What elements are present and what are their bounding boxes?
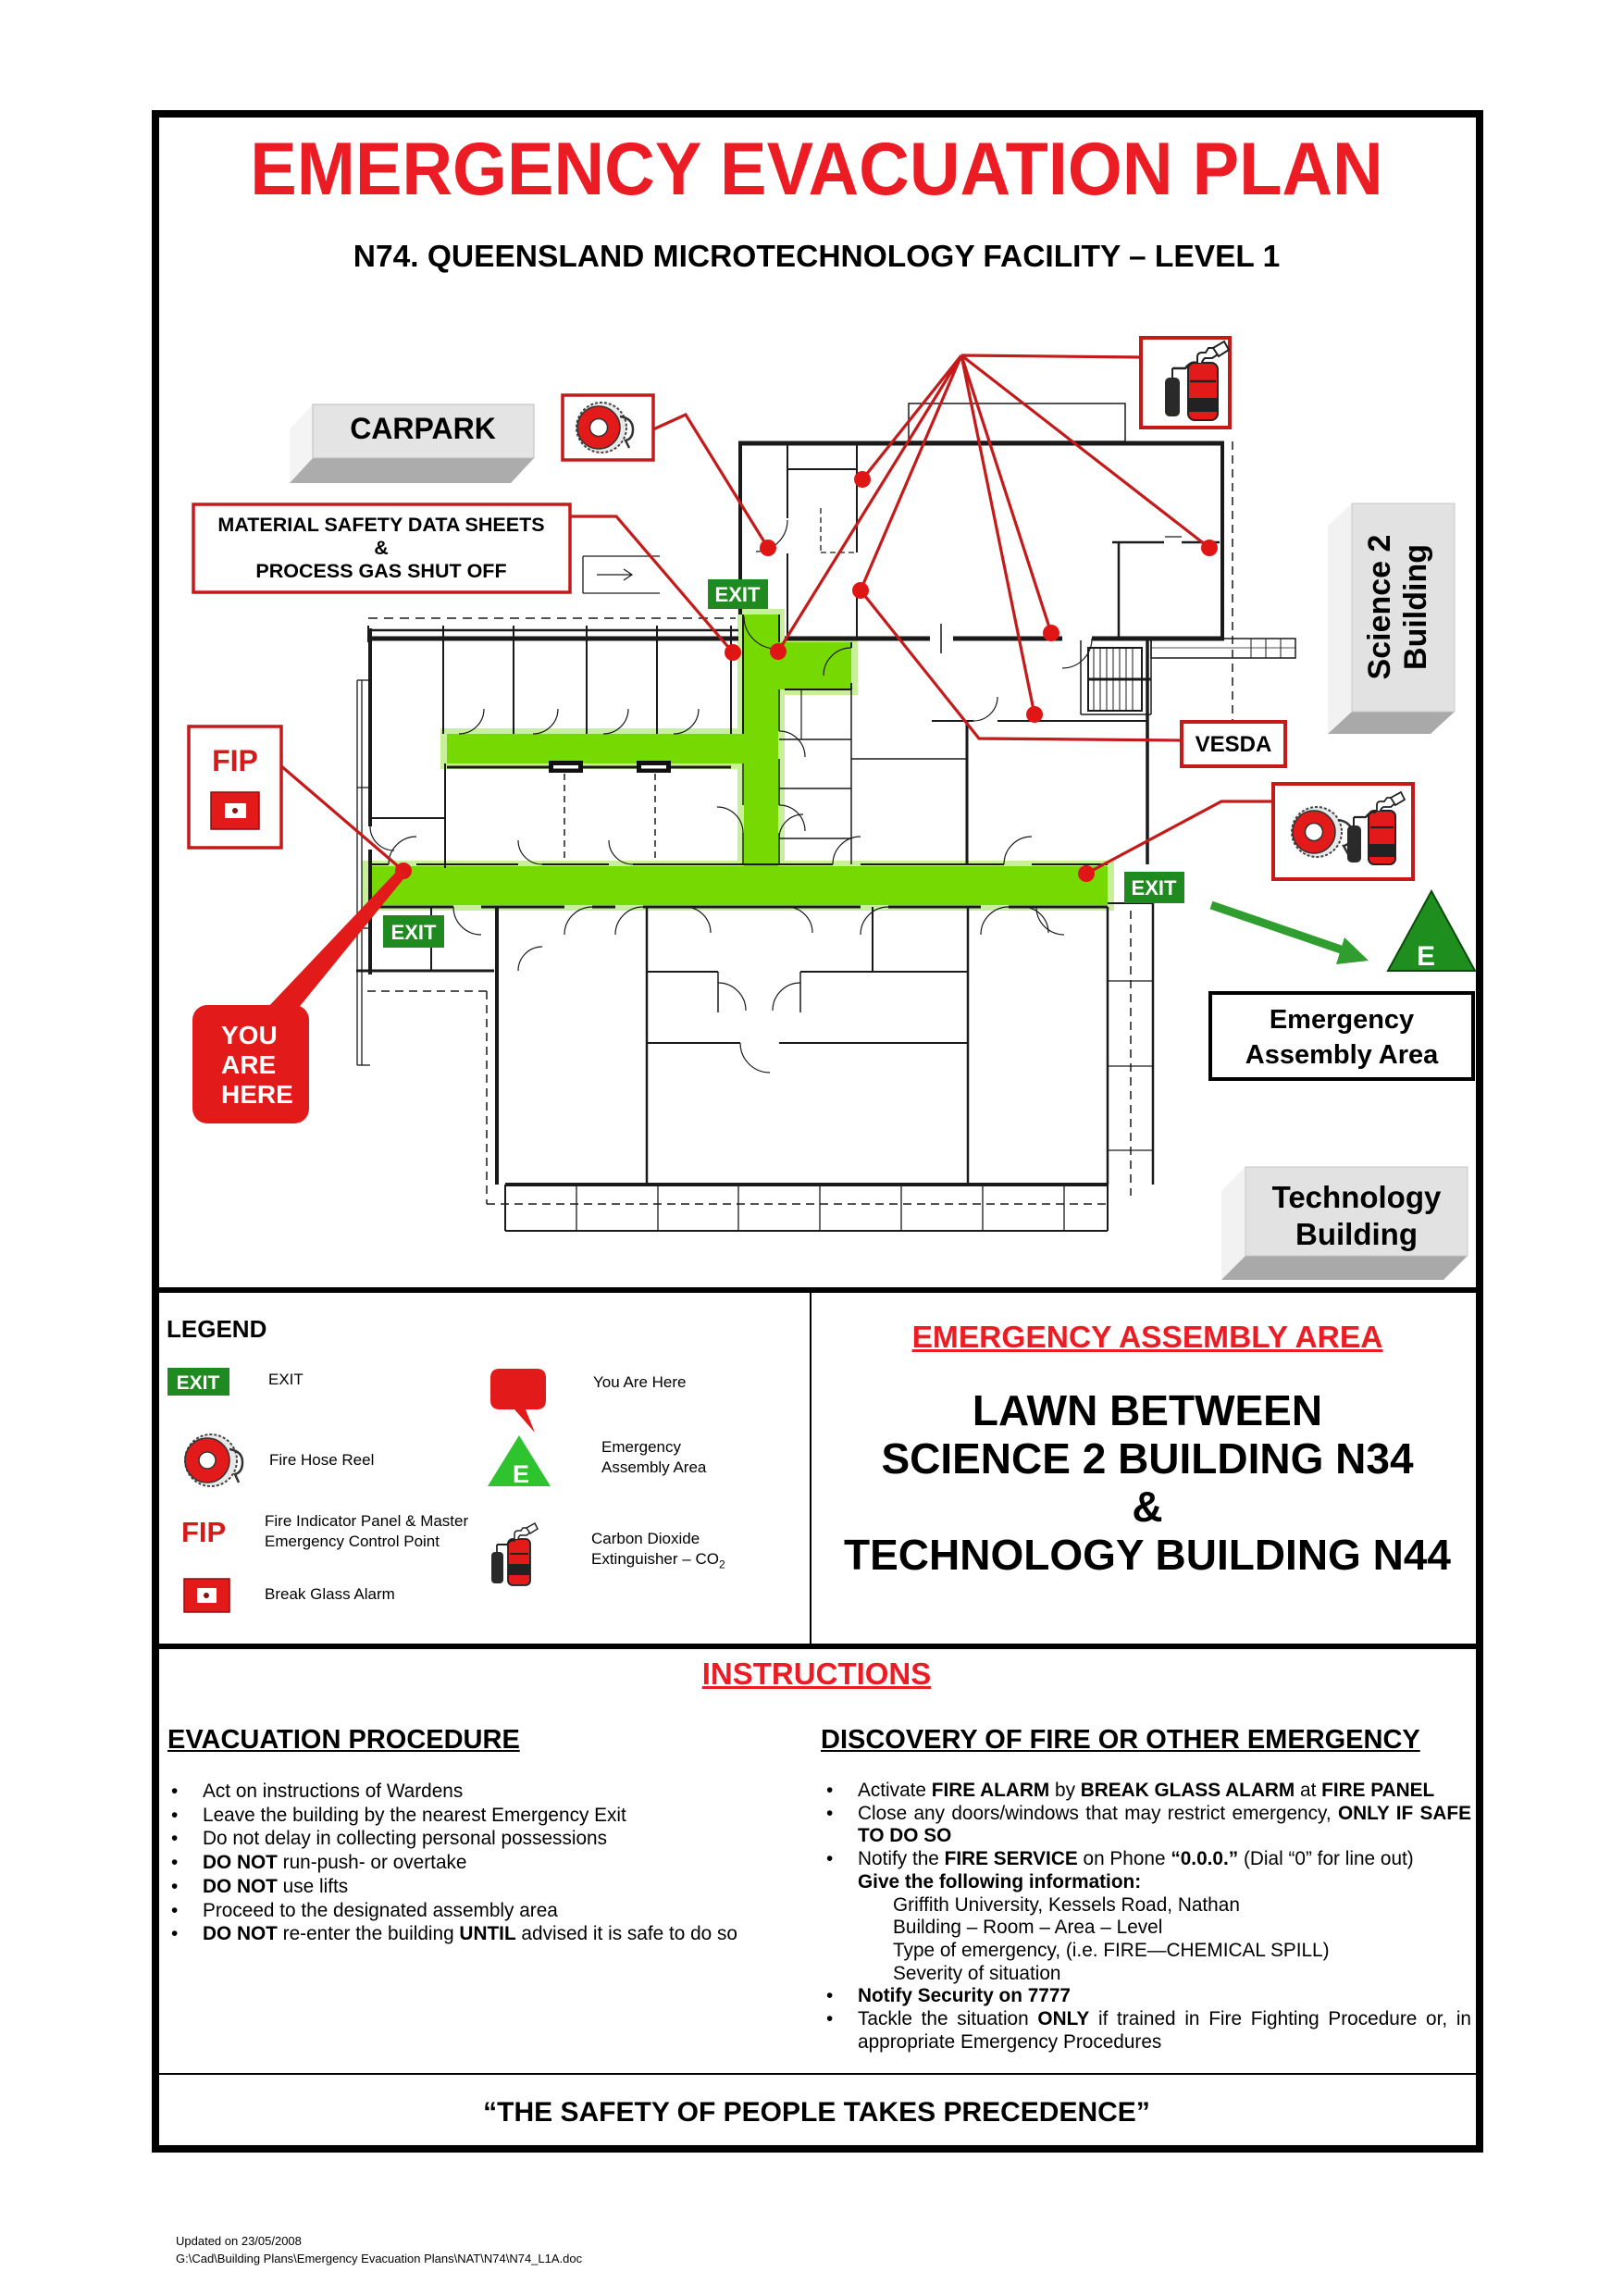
svg-text:MATERIAL SAFETY DATA SHEETS: MATERIAL SAFETY DATA SHEETS (217, 514, 544, 536)
svg-text:Technology: Technology (1272, 1180, 1442, 1214)
svg-text:&: & (374, 537, 389, 559)
svg-text:YOU: YOU (221, 1021, 278, 1049)
svg-text:Assembly Area: Assembly Area (1245, 1040, 1439, 1070)
svg-text:EXIT: EXIT (177, 1372, 220, 1394)
svg-text:FIP: FIP (212, 744, 258, 777)
svg-text:E: E (513, 1460, 529, 1488)
svg-text:EXIT: EXIT (715, 583, 761, 606)
svg-text:HERE: HERE (221, 1080, 293, 1109)
svg-text:Emergency: Emergency (1270, 1005, 1414, 1035)
svg-text:Building: Building (1398, 544, 1433, 670)
svg-text:ARE: ARE (221, 1050, 276, 1079)
svg-text:EXIT: EXIT (1132, 876, 1177, 900)
svg-text:Building: Building (1295, 1217, 1418, 1251)
svg-text:EXIT: EXIT (391, 921, 437, 944)
svg-text:FIP: FIP (181, 1516, 226, 1548)
svg-text:E: E (1417, 941, 1435, 972)
svg-text:PROCESS GAS SHUT OFF: PROCESS GAS SHUT OFF (255, 560, 506, 582)
svg-text:VESDA: VESDA (1196, 732, 1272, 757)
svg-text:Science 2: Science 2 (1362, 535, 1397, 680)
svg-text:CARPARK: CARPARK (350, 412, 496, 445)
